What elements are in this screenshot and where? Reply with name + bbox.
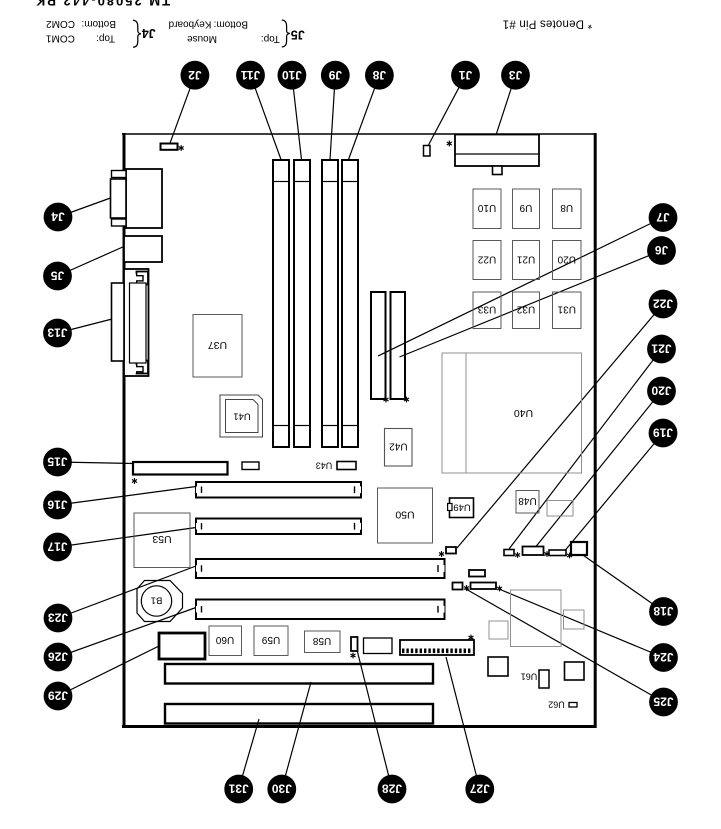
svg-text:U59: U59: [261, 634, 280, 645]
svg-text:J23: J23: [48, 611, 68, 625]
svg-text:J20: J20: [651, 384, 671, 398]
svg-text:J3: J3: [509, 68, 523, 82]
svg-text:J16: J16: [47, 498, 67, 512]
svg-text:J6: J6: [655, 243, 669, 257]
svg-text:U58: U58: [312, 635, 331, 646]
svg-text:U8: U8: [560, 202, 573, 213]
svg-text:U22: U22: [477, 253, 496, 264]
svg-text:COM2: COM2: [46, 18, 75, 29]
svg-text:U32: U32: [516, 304, 535, 315]
svg-text:J1: J1: [459, 68, 473, 82]
svg-text:J31: J31: [228, 782, 248, 796]
svg-text:J27: J27: [469, 782, 489, 796]
svg-text:U31: U31: [557, 304, 576, 315]
svg-text:TM 25080-442 PK: TM 25080-442 PK: [34, 0, 170, 8]
svg-text:J15: J15: [47, 455, 67, 469]
svg-text:J30: J30: [271, 782, 291, 796]
svg-text:J26: J26: [48, 650, 68, 664]
svg-text:J13: J13: [47, 326, 67, 340]
svg-text:U42: U42: [389, 440, 408, 451]
svg-text:J4: J4: [51, 210, 65, 224]
svg-text:J29: J29: [48, 689, 68, 703]
svg-text:U33: U33: [477, 304, 496, 315]
svg-text:J2: J2: [188, 68, 202, 82]
svg-text:J25: J25: [653, 695, 673, 709]
svg-text:Bottom:: Bottom:: [214, 18, 248, 29]
svg-text:U37: U37: [208, 339, 227, 351]
svg-text:J5: J5: [291, 28, 305, 42]
svg-text:B1: B1: [151, 595, 163, 606]
svg-text:J10: J10: [282, 68, 302, 82]
svg-text:U49: U49: [453, 501, 470, 512]
svg-text:J24: J24: [653, 650, 673, 664]
svg-text:U53: U53: [152, 533, 171, 545]
svg-text:Mouse: Mouse: [187, 33, 217, 44]
svg-text:U61: U61: [521, 671, 538, 681]
svg-text:J9: J9: [328, 68, 342, 82]
svg-text:U43: U43: [316, 460, 333, 470]
svg-text:U9: U9: [519, 202, 532, 213]
svg-text:J22: J22: [653, 297, 673, 311]
svg-text:J7: J7: [656, 210, 670, 224]
svg-text:J8: J8: [372, 68, 386, 82]
svg-text:J28: J28: [382, 782, 402, 796]
svg-text:J4: J4: [142, 26, 156, 40]
svg-text:J5: J5: [51, 269, 65, 283]
svg-text:COM1: COM1: [46, 33, 75, 44]
svg-text:U10: U10: [477, 202, 496, 213]
svg-text:U50: U50: [395, 509, 414, 521]
svg-text:U40: U40: [514, 407, 533, 419]
svg-text:U62: U62: [548, 699, 565, 709]
svg-text:Bottom:: Bottom:: [81, 18, 115, 29]
svg-text:J18: J18: [653, 604, 673, 618]
svg-text:* Denotes Pin #1: * Denotes Pin #1: [503, 18, 593, 30]
svg-text:Top:: Top:: [96, 32, 115, 43]
svg-text:Keyboard: Keyboard: [169, 19, 212, 30]
svg-text:U60: U60: [215, 634, 234, 645]
svg-text:J17: J17: [47, 540, 67, 554]
svg-text:U21: U21: [516, 253, 535, 264]
svg-text:U48: U48: [518, 495, 537, 506]
svg-text:J21: J21: [651, 342, 671, 356]
svg-text:Top:: Top:: [261, 33, 280, 44]
svg-text:U20: U20: [557, 253, 576, 264]
svg-text:U41: U41: [233, 411, 250, 422]
svg-text:J19: J19: [653, 426, 673, 440]
svg-text:J11: J11: [240, 68, 260, 82]
